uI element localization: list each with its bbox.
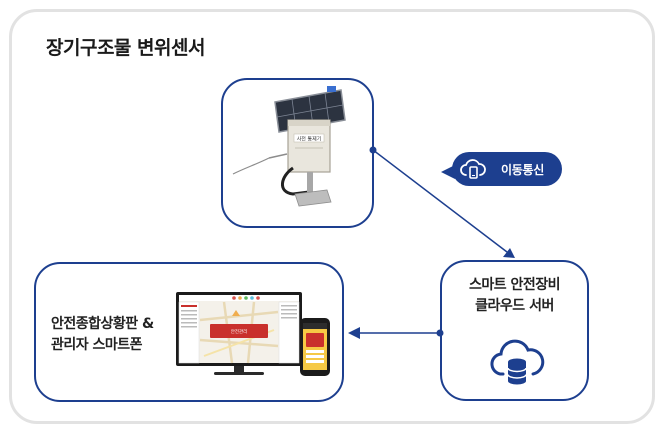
page-title: 장기구조물 변위센서 <box>46 37 205 59</box>
enclosure-label: 사전 통제기 <box>297 136 322 143</box>
sensor-device-card: 사전 통제기 <box>221 78 374 228</box>
mobile-comm-badge: 이동통신 <box>452 152 562 186</box>
server-label-line2: 클라우드 서버 <box>475 298 554 314</box>
server-label-line1: 스마트 안전장비 <box>468 277 561 293</box>
connector-dot <box>436 329 444 337</box>
arrowhead-left <box>348 327 360 339</box>
dashboard-label-line1: 안전종합상황판 & <box>51 316 154 332</box>
monitor: 안전관리 <box>176 292 302 375</box>
comm-badge-tail <box>441 165 455 179</box>
dashboard-card: 안전종합상황판 & 관리자 스마트폰 <box>34 262 344 402</box>
cloud-database-icon <box>490 339 545 385</box>
solar-sensor-illustration: 사전 통제기 <box>232 86 346 207</box>
monitor-and-phone-illustration: 안전관리 <box>176 292 330 376</box>
arrowhead-down <box>503 248 515 258</box>
cloud-phone-icon <box>460 159 486 179</box>
sensor-to-server-connector <box>372 149 508 253</box>
dashboard-label-line2: 관리자 스마트폰 <box>51 337 143 353</box>
server-label: 스마트 안전장비 클라우드 서버 <box>442 275 587 317</box>
screen-alert: 안전관리 <box>231 328 248 335</box>
smartphone <box>300 318 330 376</box>
mobile-comm-label: 이동통신 <box>501 163 544 177</box>
connector-dot <box>369 146 377 154</box>
dashboard-label: 안전종합상황판 & 관리자 스마트폰 <box>51 314 154 356</box>
